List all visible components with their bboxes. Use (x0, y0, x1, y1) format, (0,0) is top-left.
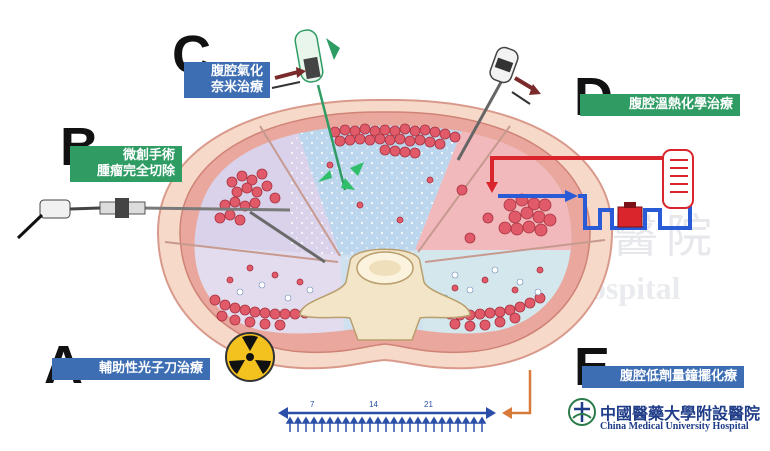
timeline-tick-7: 7 (310, 400, 315, 409)
dose-arrow-head (405, 416, 415, 424)
dose-arrow-head (349, 416, 359, 424)
dose-arrow-head (413, 416, 423, 424)
dose-arrow-head (285, 416, 295, 424)
trocar-c (271, 29, 364, 191)
dose-arrow-head (397, 416, 407, 424)
heater-coil (662, 149, 694, 209)
label-b-line2: 腫瘤完全切除 (96, 164, 175, 179)
dose-arrow-head (381, 416, 391, 424)
dose-arrow-head (437, 416, 447, 424)
label-c-line1: 腹腔氣化 (210, 64, 263, 79)
label-a: 輔助性光子刀治療 (52, 358, 210, 380)
dose-arrow-head (373, 416, 383, 424)
dose-arrow-head (453, 416, 463, 424)
hospital-name-chinese: 中國醫藥大學附設醫院 (600, 404, 761, 423)
dose-arrow-head (365, 416, 375, 424)
dose-arrow-head (357, 416, 367, 424)
drug-reservoir (617, 206, 643, 228)
dose-arrow-head (461, 416, 471, 424)
spine (299, 248, 471, 341)
label-e: 腹腔低劑量鐘擺化療 (582, 366, 744, 388)
dose-arrow-head (477, 416, 487, 424)
label-b-line1: 微創手術 (122, 148, 175, 163)
dose-arrow-head (445, 416, 455, 424)
dose-arrow-head (333, 416, 343, 424)
dose-arrow-head (469, 416, 479, 424)
radiation-icon (225, 332, 275, 382)
dose-arrow-head (317, 416, 327, 424)
timeline-tick-14: 14 (369, 400, 378, 409)
label-c: 腹腔氣化 奈米治療 (184, 62, 270, 98)
trocar-d (456, 46, 541, 161)
dose-arrow-head (389, 416, 399, 424)
dose-arrow-head (325, 416, 335, 424)
dose-arrow-head (293, 416, 303, 424)
label-b: 微創手術 腫瘤完全切除 (70, 146, 182, 182)
timeline (278, 407, 496, 432)
label-c-line2: 奈米治療 (210, 80, 263, 95)
dose-arrow-head (429, 416, 439, 424)
tumor-clusters (209, 123, 557, 332)
dose-arrow-head (341, 416, 351, 424)
hipec-circuit (486, 156, 692, 230)
hospital-name-english: China Medical University Hospital (600, 421, 749, 432)
dose-arrow-head (309, 416, 319, 424)
laparoscope-b (16, 198, 326, 264)
dose-arrow-head (301, 416, 311, 424)
label-d: 腹腔溫熱化學治療 (580, 94, 740, 116)
hospital-logo-icon (568, 398, 596, 426)
dose-arrow-head (421, 416, 431, 424)
timeline-tick-21: 21 (424, 400, 433, 409)
